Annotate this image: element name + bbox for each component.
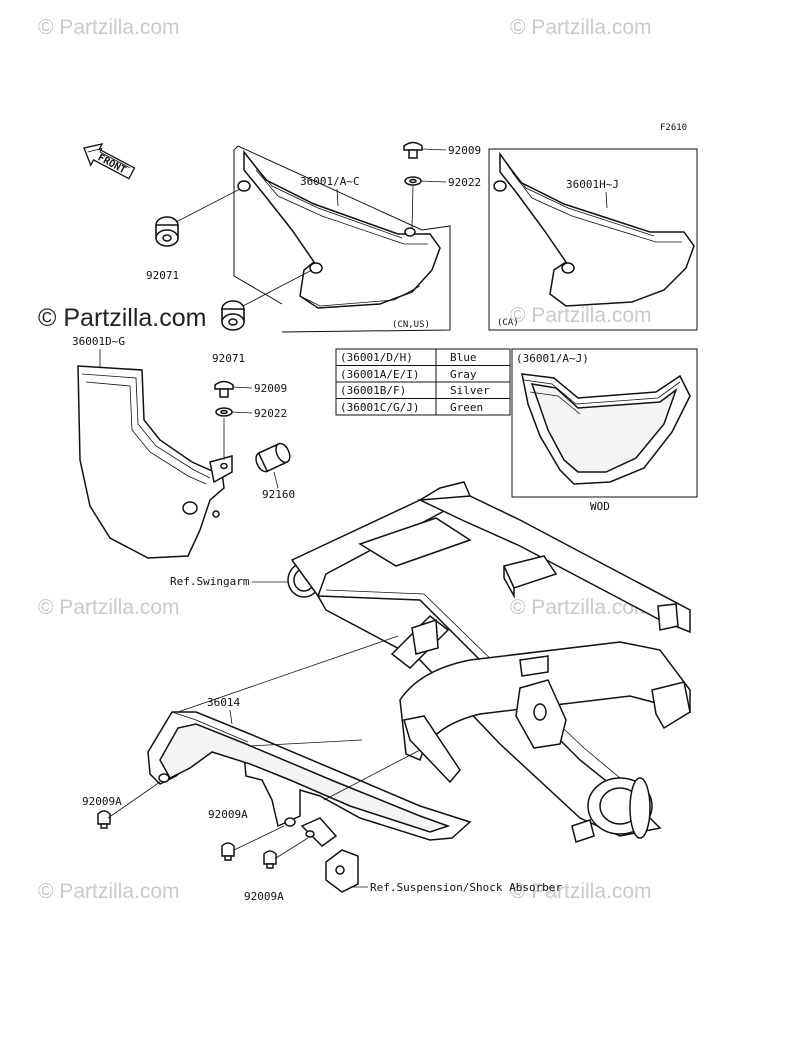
part-label-92071: 92071 [146, 269, 179, 282]
part-label-92022: 92022 [448, 176, 481, 189]
region-label-cn-us: (CN,US) [392, 320, 430, 330]
part-label-36001-a-c: 36001/A~C [300, 175, 360, 188]
wod-inset: (36001/A~J) [511, 348, 698, 498]
chain-guard [147, 711, 472, 847]
color-table-color: Gray [450, 368, 477, 381]
swingarm [287, 481, 691, 843]
color-table-code: (36001C/G/J) [340, 401, 419, 414]
part-label-92009a: 92009A [82, 795, 122, 808]
side-cover-left [77, 365, 233, 559]
color-table-color: Green [450, 401, 483, 414]
region-label-ca: (CA) [497, 318, 519, 328]
part-label-92009: 92009 [448, 144, 481, 157]
color-table-color: Silver [450, 384, 490, 397]
ref-label-suspension: Ref.Suspension/Shock Absorber [370, 881, 562, 894]
part-label-92009a: 92009A [244, 890, 284, 903]
part-label-92160: 92160 [262, 488, 295, 501]
watermark-main: © Partzilla.com [38, 304, 206, 332]
color-table-code: (36001A/E/I) [340, 368, 419, 381]
part-label-92022: 92022 [254, 407, 287, 420]
side-cover-ca [488, 148, 698, 331]
color-table-code: (36001B/F) [340, 384, 406, 397]
part-label-36001h-j: 36001H~J [566, 178, 619, 191]
inset-title: (36001/A~J) [516, 352, 589, 365]
part-label-92009a: 92009A [208, 808, 248, 821]
collar-icon [255, 442, 291, 473]
watermark: © Partzilla.com [510, 16, 652, 39]
watermark: © Partzilla.com [38, 880, 180, 903]
part-label-36014: 36014 [207, 696, 240, 709]
ref-label-swingarm: Ref.Swingarm [170, 575, 250, 588]
grommet-icon [221, 300, 245, 331]
watermark: © Partzilla.com [510, 596, 652, 619]
watermark: © Partzilla.com [38, 16, 180, 39]
shock-bracket [325, 849, 359, 893]
bolt-icon [263, 850, 277, 869]
part-label-92009: 92009 [254, 382, 287, 395]
color-table-color: Blue [450, 351, 477, 364]
figure-code: F2610 [660, 123, 687, 133]
inset-label-wod: WOD [590, 500, 610, 513]
watermark: © Partzilla.com [510, 880, 652, 903]
color-table-code: (36001/D/H) [340, 351, 413, 364]
watermark: © Partzilla.com [38, 596, 180, 619]
bolt-icon [403, 141, 423, 159]
bolt-icon [221, 842, 235, 861]
front-arrow-icon: FRONT [83, 143, 136, 180]
washer-icon [404, 176, 422, 186]
watermark: © Partzilla.com [510, 304, 652, 327]
washer-icon [215, 407, 233, 417]
part-label-92071: 92071 [212, 352, 245, 365]
bolt-icon [214, 380, 234, 398]
side-cover-cn-us [233, 145, 451, 333]
grommet-icon [155, 216, 179, 247]
bolt-icon [97, 810, 111, 829]
color-table: (36001/D/H) Blue (36001A/E/I) Gray (3600… [335, 348, 511, 416]
part-label-36001d-g: 36001D~G [72, 335, 125, 348]
